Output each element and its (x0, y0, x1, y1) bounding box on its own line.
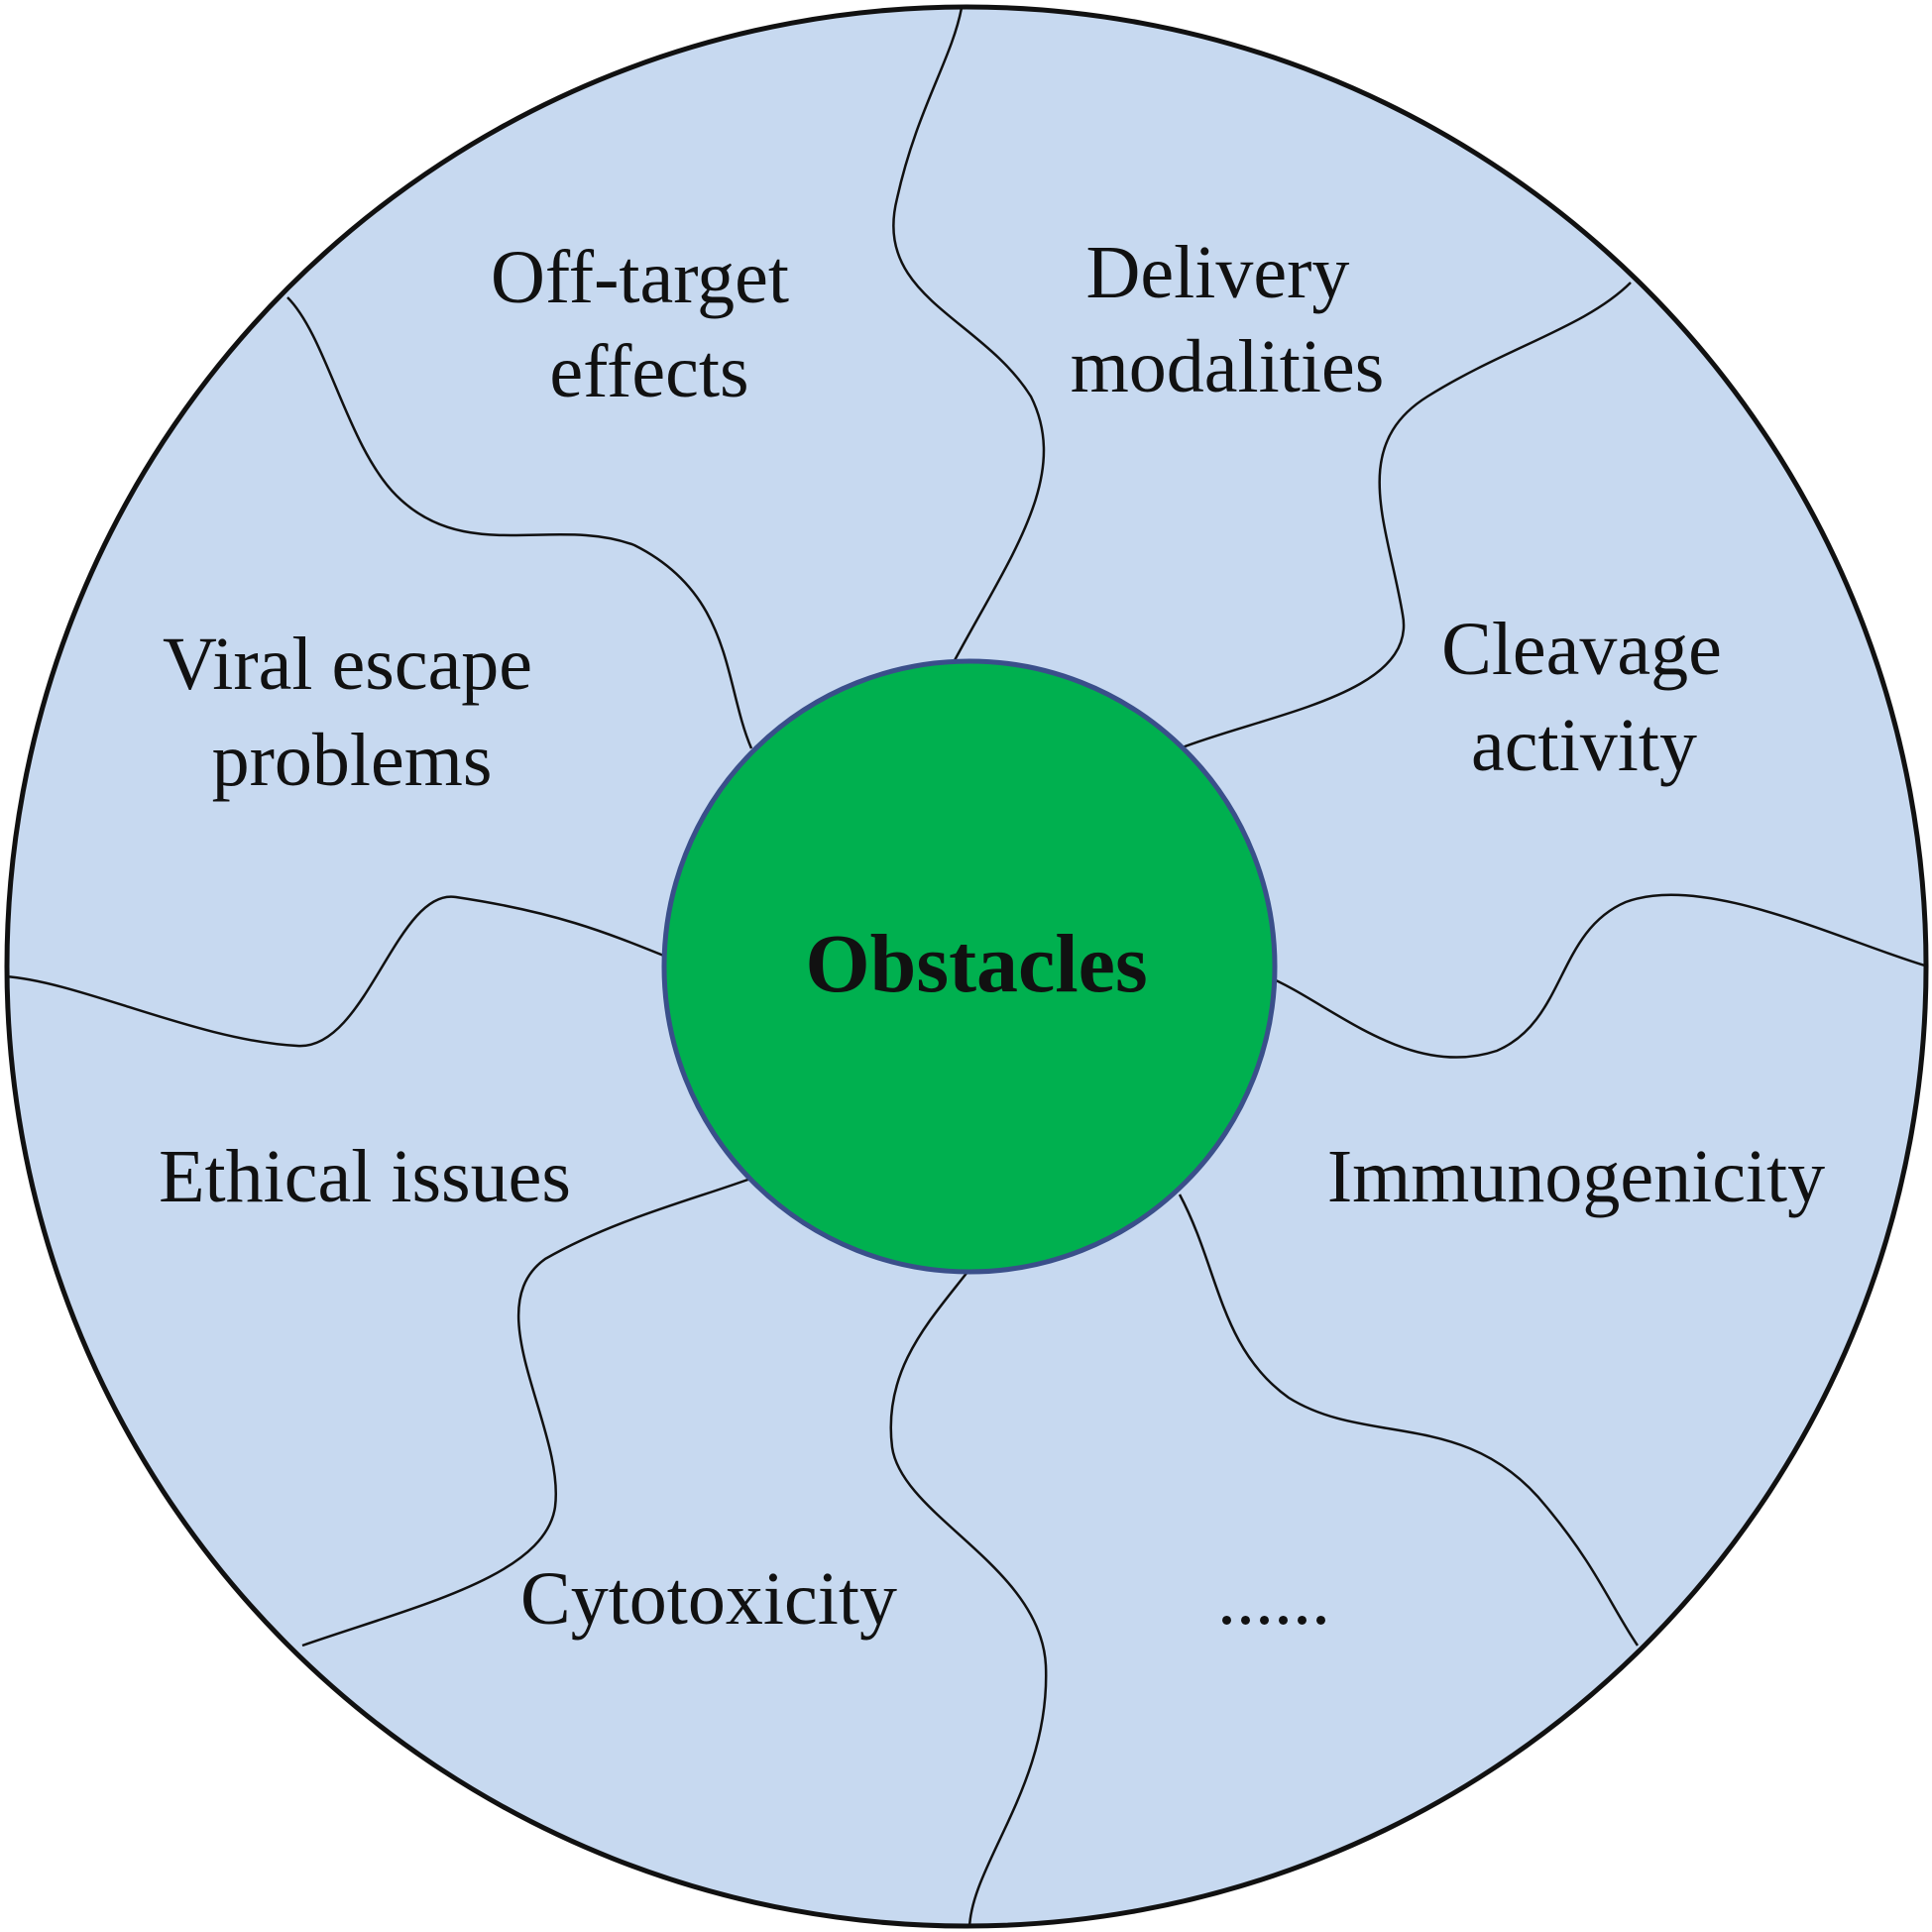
segment-label-ellipsis: ...... (1217, 1557, 1330, 1641)
segment-label-line: Off-target (491, 236, 789, 319)
segment-label-line: Immunogenicity (1327, 1135, 1825, 1218)
segment-label-line: Delivery (1086, 231, 1350, 314)
segment-label-line: Ethical issues (159, 1135, 571, 1218)
segment-label-cleavage-activity: Cleavage activity (1441, 608, 1741, 787)
segment-label-ethical-issues: Ethical issues (159, 1135, 571, 1218)
center-circle (661, 658, 1278, 1275)
segment-label-viral-escape-problems: Viral escape problems (163, 623, 551, 802)
segment-label-line: activity (1471, 704, 1697, 787)
divider-left (4, 895, 667, 1048)
segment-label-line: effects (549, 330, 748, 413)
divider-lower-left (301, 1176, 754, 1648)
divider-lower-right (1178, 1193, 1640, 1647)
segment-dividers (4, 7, 1929, 1929)
segment-label-line: ...... (1217, 1557, 1330, 1641)
segment-label-delivery-modalities: Delivery modalities (1071, 231, 1385, 408)
segment-label-line: problems (212, 719, 493, 802)
divider-bottom (889, 1266, 1048, 1929)
divider-top (892, 7, 1046, 663)
segment-label-immunogenicity: Immunogenicity (1327, 1135, 1825, 1218)
segment-label-line: Viral escape (163, 623, 532, 706)
divider-right (1266, 893, 1929, 1059)
segment-label-line: modalities (1071, 325, 1385, 408)
segment-label-line: Cytotoxicity (520, 1557, 897, 1641)
divider-upper-left (286, 296, 753, 749)
segment-label-off-target-effects: Off-target effects (491, 236, 808, 413)
segment-label-line: Cleavage (1441, 608, 1722, 691)
divider-upper-right (1179, 282, 1632, 750)
center-label: Obstacles (805, 918, 1147, 1010)
segment-label-cytotoxicity: Cytotoxicity (520, 1557, 897, 1641)
